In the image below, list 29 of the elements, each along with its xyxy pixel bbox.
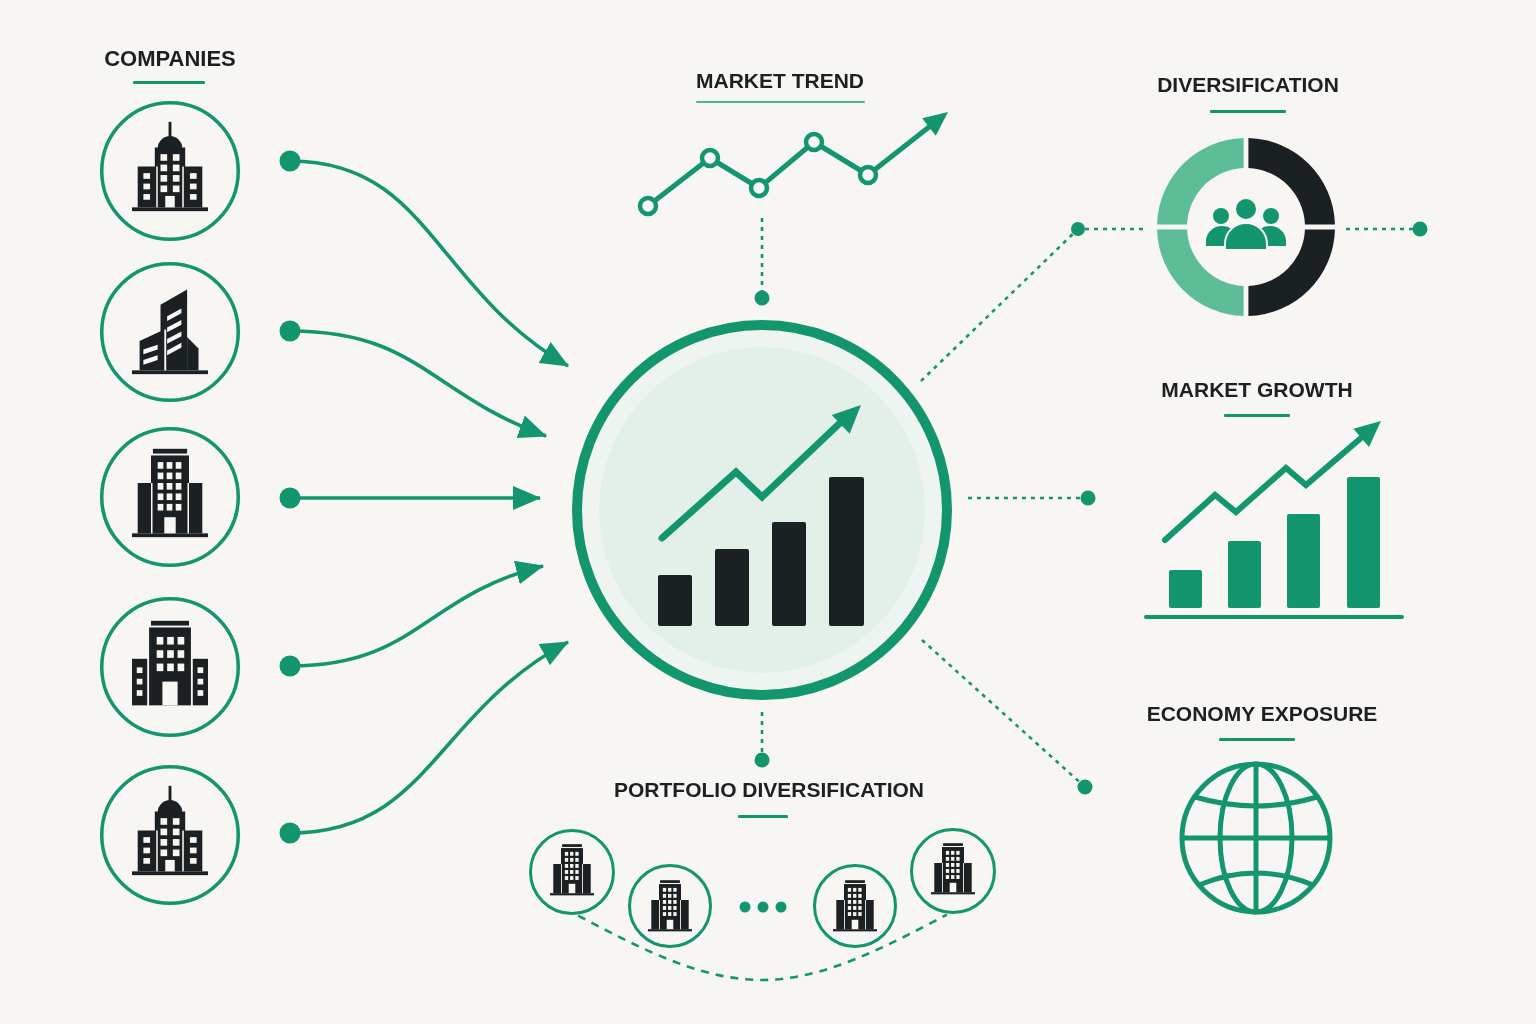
arrow bbox=[279, 150, 570, 368]
company-circle bbox=[628, 864, 712, 948]
section-heading: DIVERSIFICATION bbox=[1157, 74, 1339, 95]
company-circle bbox=[100, 765, 240, 905]
hub-circle bbox=[572, 320, 952, 700]
section-heading: MARKET TREND bbox=[696, 70, 864, 91]
company-circle bbox=[529, 829, 615, 915]
arrow bbox=[279, 320, 547, 438]
company-circle bbox=[100, 262, 240, 402]
column-heading: COMPANIES bbox=[104, 48, 236, 70]
company-circle bbox=[100, 597, 240, 737]
arrow bbox=[279, 640, 569, 844]
section-heading: PORTFOLIO DIVERSIFICATION bbox=[614, 779, 924, 800]
dotted-connector bbox=[920, 232, 1074, 382]
dotted-connector bbox=[921, 639, 1093, 795]
company-circle bbox=[100, 427, 240, 567]
dotted-connector bbox=[1346, 221, 1428, 237]
arrow bbox=[279, 486, 542, 510]
arrow bbox=[279, 562, 544, 677]
dotted-connector bbox=[967, 490, 1096, 506]
company-circle bbox=[910, 828, 996, 914]
dotted-connector bbox=[754, 218, 770, 306]
dashed-arc bbox=[577, 913, 948, 982]
section-heading: ECONOMY EXPOSURE bbox=[1146, 703, 1378, 724]
company-circle bbox=[813, 864, 897, 948]
company-circle bbox=[100, 101, 240, 241]
dotted-connector bbox=[754, 712, 770, 768]
section-heading: MARKET GROWTH bbox=[1161, 379, 1353, 400]
junction-dot bbox=[1071, 222, 1085, 236]
